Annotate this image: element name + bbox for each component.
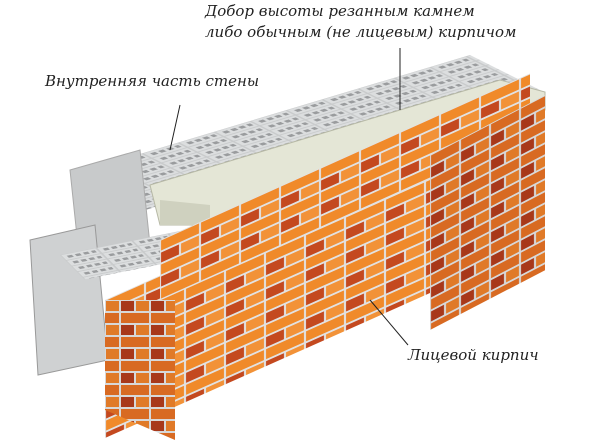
leader-facing bbox=[369, 299, 409, 346]
label-facing-brick: Лицевой кирпич bbox=[408, 346, 539, 364]
facing-brick-upper-step bbox=[160, 73, 530, 300]
cut-stone-end bbox=[160, 200, 210, 225]
leader-inner bbox=[169, 104, 181, 151]
facing-brick-left-end bbox=[105, 300, 175, 440]
facing-brick-end bbox=[430, 95, 545, 330]
label-inner-wall: Внутренняя часть стены bbox=[45, 72, 260, 90]
inner-wall-top bbox=[70, 54, 543, 212]
label-top-line1: Добор высоты резанным камнем bbox=[205, 2, 475, 20]
facing-brick-front bbox=[105, 155, 430, 438]
label-top-line2: либо обычным (не лицевым) кирпичом bbox=[205, 23, 517, 41]
lower-gray-blocks bbox=[29, 224, 109, 376]
